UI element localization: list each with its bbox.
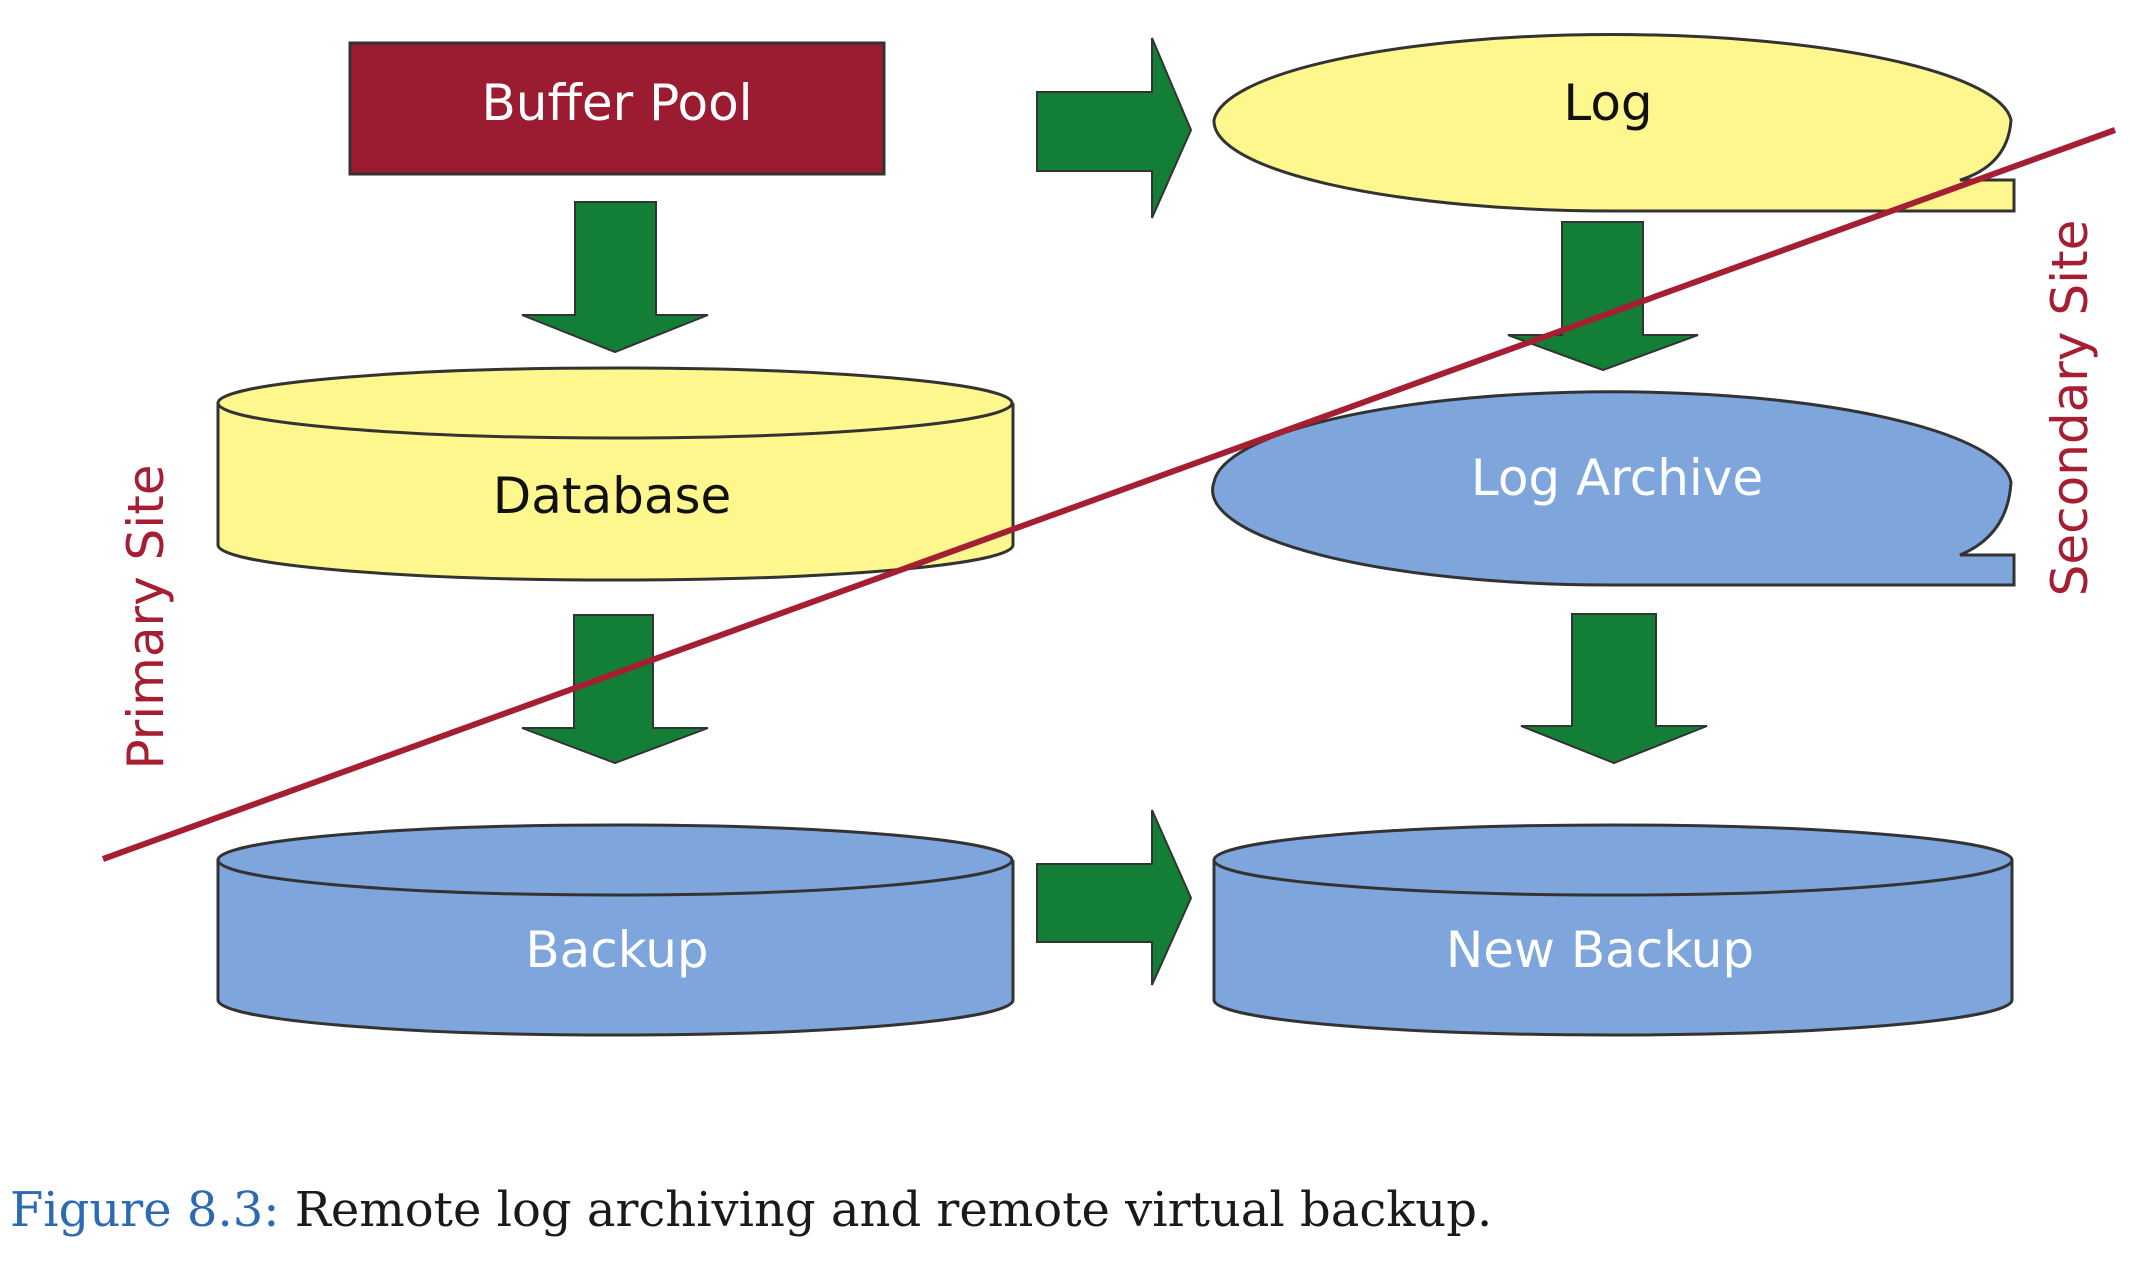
log-archive-label: Log Archive xyxy=(1471,449,1763,507)
buffer-pool-node: Buffer Pool xyxy=(348,41,886,176)
figure-caption: Figure 8.3: Remote log archiving and rem… xyxy=(10,1182,1492,1238)
arrow-log-to-log-archive xyxy=(1507,221,1699,372)
buffer-pool-label: Buffer Pool xyxy=(481,74,752,132)
backup-node: Backup xyxy=(216,823,1015,1037)
log-label: Log xyxy=(1563,74,1652,132)
arrow-buffer-pool-to-database xyxy=(521,201,709,354)
database-node: Database xyxy=(216,366,1015,582)
caption-number: Figure 8.3: xyxy=(10,1182,280,1238)
arrow-backup-to-new-backup xyxy=(1036,809,1193,986)
site-divider-line xyxy=(101,127,2117,862)
arrow-database-to-backup xyxy=(521,614,709,765)
caption-text: Remote log archiving and remote virtual … xyxy=(294,1182,1493,1238)
new-backup-node: New Backup xyxy=(1212,823,2014,1037)
backup-label: Backup xyxy=(525,921,708,979)
primary-site-label: Primary Site xyxy=(117,464,175,769)
secondary-site-label: Secondary Site xyxy=(2041,220,2099,597)
arrow-buffer-pool-to-log xyxy=(1036,37,1193,219)
database-label: Database xyxy=(493,467,732,525)
new-backup-label: New Backup xyxy=(1446,921,1754,979)
log-archive-node: Log Archive xyxy=(1211,390,2016,587)
arrow-log-archive-to-new-backup xyxy=(1520,613,1708,765)
log-node: Log xyxy=(1212,33,2016,213)
